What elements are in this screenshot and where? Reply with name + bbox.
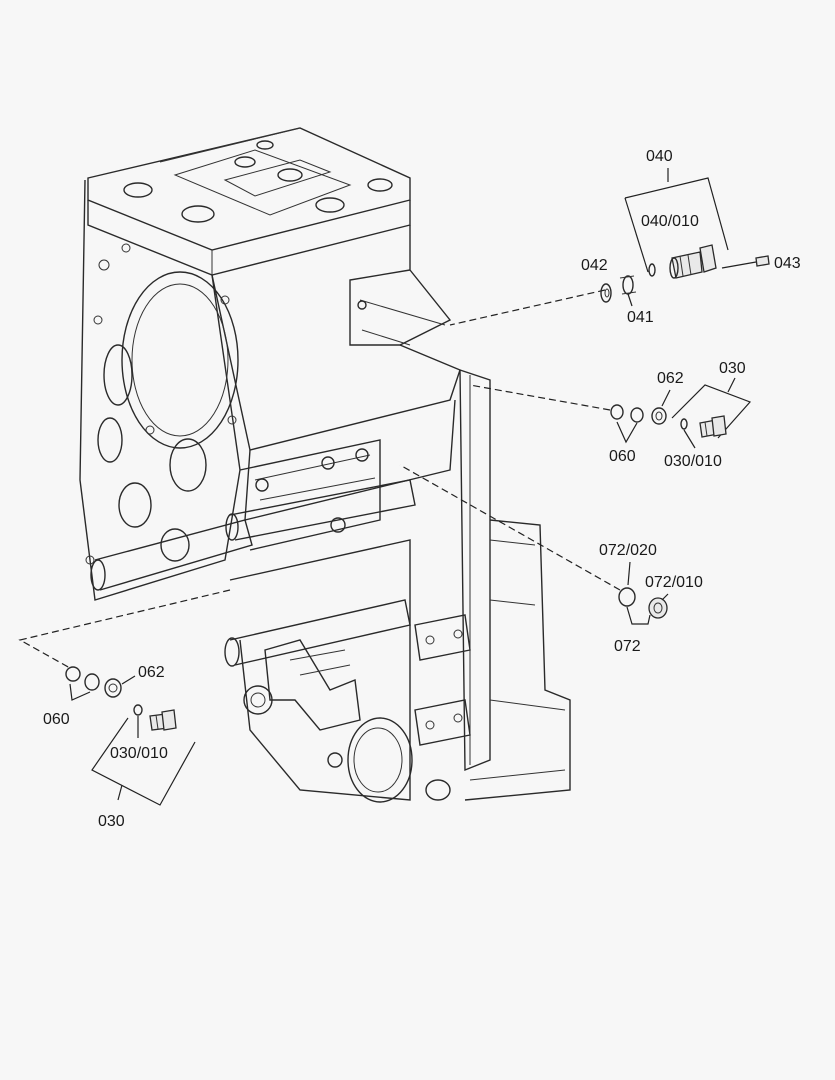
label-043: 043 bbox=[774, 255, 801, 272]
o-ring-040-010 bbox=[648, 263, 656, 277]
ring-062-upper bbox=[651, 407, 667, 425]
label-030-upper: 030 bbox=[719, 360, 746, 377]
plug-030-upper bbox=[699, 415, 727, 438]
o-ring-030-010-lower bbox=[133, 704, 143, 716]
label-030-010-upper: 030/010 bbox=[664, 453, 722, 470]
label-072-010: 072/010 bbox=[645, 574, 703, 591]
screw-043 bbox=[721, 255, 770, 269]
plug-030-lower bbox=[149, 709, 177, 731]
connection-lines bbox=[18, 289, 621, 669]
label-040-010: 040/010 bbox=[641, 213, 699, 230]
label-030-lower: 030 bbox=[98, 813, 125, 830]
ring-062-lower bbox=[104, 678, 122, 698]
ring-060-c bbox=[65, 666, 81, 682]
o-ring-072-020 bbox=[618, 587, 636, 607]
sensor-040 bbox=[669, 244, 717, 279]
part-group-072 bbox=[618, 561, 669, 625]
label-042: 042 bbox=[581, 257, 608, 274]
label-041: 041 bbox=[627, 309, 654, 326]
ring-060-b bbox=[630, 407, 644, 423]
part-group-030-lower bbox=[65, 666, 196, 806]
label-060-upper: 060 bbox=[609, 448, 636, 465]
washer-042 bbox=[600, 283, 612, 303]
label-062-lower: 062 bbox=[138, 664, 165, 681]
label-072-020: 072/020 bbox=[599, 542, 657, 559]
part-group-030-upper bbox=[610, 377, 752, 449]
ring-060-a bbox=[610, 404, 624, 420]
part-labels: 040 040/010 042 041 043 062 030 060 030/… bbox=[43, 148, 801, 830]
clip-041 bbox=[622, 275, 634, 295]
o-ring-030-010-upper bbox=[680, 418, 688, 430]
label-060-lower: 060 bbox=[43, 711, 70, 728]
label-030-010-lower: 030/010 bbox=[110, 745, 168, 762]
plug-072-010 bbox=[648, 597, 668, 619]
part-group-040 bbox=[600, 168, 770, 307]
label-040: 040 bbox=[646, 148, 673, 165]
label-072: 072 bbox=[614, 638, 641, 655]
label-062-upper: 062 bbox=[657, 370, 684, 387]
transmission-housing bbox=[79, 127, 571, 803]
ring-060-d bbox=[84, 673, 100, 691]
